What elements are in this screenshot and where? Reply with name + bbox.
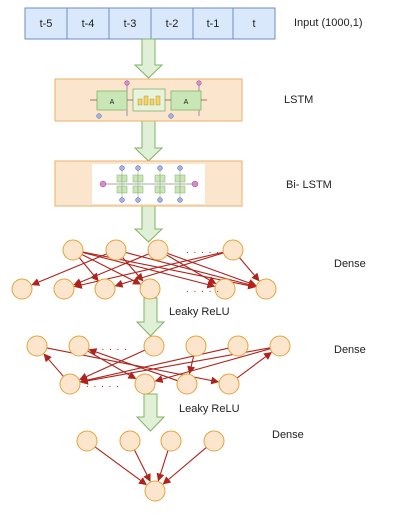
connection-edge: [187, 355, 196, 375]
leaky-relu-label-1: Leaky ReLU: [169, 306, 230, 318]
input-cell-3: [108, 7, 152, 40]
ellipsis-dense2-top: . . . . .: [94, 342, 128, 353]
neuron-node: [11, 278, 33, 300]
connection-edge: [79, 349, 146, 381]
input-cell-1: [24, 7, 68, 40]
neuron-node: [176, 373, 198, 395]
input-cell-label-1: t-5: [40, 18, 53, 30]
input-cell-label-6: t: [252, 18, 255, 30]
dense-label-2: Dense: [334, 344, 366, 356]
input-cell-label-4: t-2: [166, 18, 179, 30]
input-cell-label-5: t-1: [207, 18, 220, 30]
lstm-cell-image: A A: [90, 80, 207, 119]
connection-edge: [88, 348, 178, 382]
lstm-cell-letter-left: A: [110, 99, 115, 106]
bilstm-label: Bi- LSTM: [286, 179, 332, 191]
connection-edge: [94, 446, 147, 486]
connection-edge: [43, 353, 64, 377]
flow-arrow-input-to-lstm: [133, 38, 164, 79]
neuron-node: [62, 239, 84, 261]
connection-edge: [166, 254, 217, 284]
neuron-node: [203, 430, 225, 452]
neuron-node: [144, 480, 166, 502]
network-nodes: [11, 239, 291, 502]
leaky-relu-label-2: Leaky ReLU: [179, 403, 240, 415]
neuron-node: [227, 335, 249, 357]
neuron-node: [76, 430, 98, 452]
neuron-node: [143, 335, 165, 357]
neuron-node: [147, 239, 169, 261]
neuron-node: [214, 278, 236, 300]
neuron-node: [59, 373, 81, 395]
dense-label-3: Dense: [272, 429, 304, 441]
ellipsis-dense2-bottom: . . . . .: [86, 379, 120, 390]
neuron-node: [255, 278, 277, 300]
flow-arrow-lstm-to-bilstm: [133, 120, 164, 162]
lstm-cell-a-right: [170, 90, 202, 111]
neuron-node: [94, 278, 116, 300]
neuron-node: [53, 278, 75, 300]
connection-edge: [154, 348, 271, 383]
ellipsis-dense1-bottom: . . . . .: [186, 284, 220, 295]
connection-edge: [162, 447, 207, 485]
ellipsis-dense1-top: . . . . .: [186, 245, 220, 256]
input-cell-label-3: t-3: [124, 18, 137, 30]
connection-edge: [122, 257, 144, 282]
connection-edge: [239, 257, 260, 282]
input-cell-label-2: t-4: [82, 18, 95, 30]
connection-edge: [156, 450, 169, 482]
input-sequence: t-5 t-4 t-3 t-2 t-1 t: [24, 7, 276, 40]
dense-label-1: Dense: [334, 258, 366, 270]
neuron-node: [26, 335, 48, 357]
connection-edge: [133, 449, 151, 483]
neuron-node: [185, 335, 207, 357]
neuron-node: [134, 373, 156, 395]
bilstm-cell-image: [99, 165, 199, 203]
lstm-block: A A: [54, 78, 243, 122]
lstm-label: LSTM: [284, 94, 314, 106]
lstm-cell-letter-right: A: [184, 99, 189, 106]
input-cell-6: [232, 7, 276, 40]
neuron-node: [218, 373, 240, 395]
connection-edge: [167, 252, 257, 287]
connection-edge: [114, 252, 224, 288]
connection-edge: [79, 347, 229, 384]
neuron-node: [105, 239, 127, 261]
connection-edge: [31, 253, 107, 286]
flow-arrow-bilstm-to-dense: [133, 205, 164, 243]
lstm-cell-a-left: [96, 90, 128, 111]
neuron-node: [139, 278, 161, 300]
bilstm-block: [54, 160, 243, 207]
connection-edge: [236, 351, 272, 379]
connection-edge: [73, 253, 149, 286]
flow-arrow-leaky-relu-2: [135, 393, 166, 432]
input-cell-5: [192, 7, 234, 40]
neuron-node: [160, 430, 182, 452]
neuron-node: [269, 335, 291, 357]
neuron-node: [68, 335, 90, 357]
neuron-node: [222, 239, 244, 261]
flow-arrow-leaky-relu-1: [135, 297, 166, 337]
input-shape-label: Input (1000,1): [294, 17, 363, 29]
neuron-node: [119, 430, 141, 452]
input-cell-2: [66, 7, 110, 40]
